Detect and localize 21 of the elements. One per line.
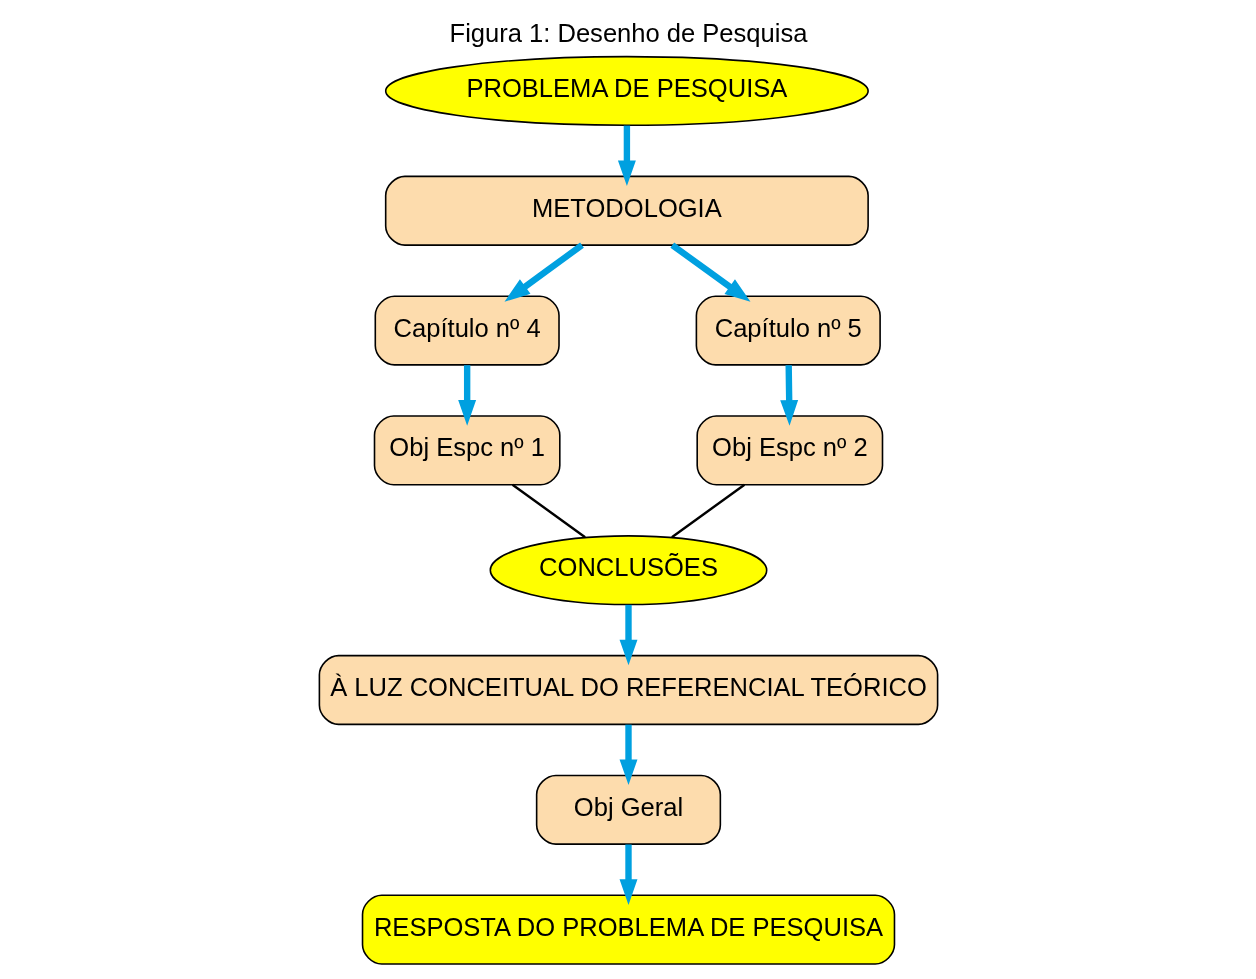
node-ellipse: PROBLEMA DE PESQUISA xyxy=(384,55,869,127)
diagram-title: Figura 1: Desenho de Pesquisa xyxy=(449,18,807,47)
connector xyxy=(511,483,586,539)
arrow xyxy=(619,844,637,905)
connector xyxy=(670,483,745,539)
node-box: Capítulo nº 5 xyxy=(695,295,881,366)
arrow xyxy=(457,365,476,426)
arrow xyxy=(779,365,798,426)
arrow xyxy=(617,125,636,187)
node-box: Obj Espc nº 1 xyxy=(373,415,561,486)
arrow xyxy=(669,242,750,302)
node-box: RESPOSTA DO PROBLEMA DE PESQUISA xyxy=(361,894,895,965)
node-box: METODOLOGIA xyxy=(384,175,869,246)
arrow xyxy=(504,242,584,302)
arrow xyxy=(619,604,637,666)
node-box: À LUZ CONCEITUAL DO REFERENCIAL TEÓRICO xyxy=(318,654,938,726)
node-box: Capítulo nº 4 xyxy=(374,295,560,366)
node-box: Obj Espc nº 2 xyxy=(695,415,883,486)
node-box: Obj Geral xyxy=(535,774,721,845)
arrow xyxy=(619,724,637,786)
node-ellipse: CONCLUSÕES xyxy=(489,535,767,606)
